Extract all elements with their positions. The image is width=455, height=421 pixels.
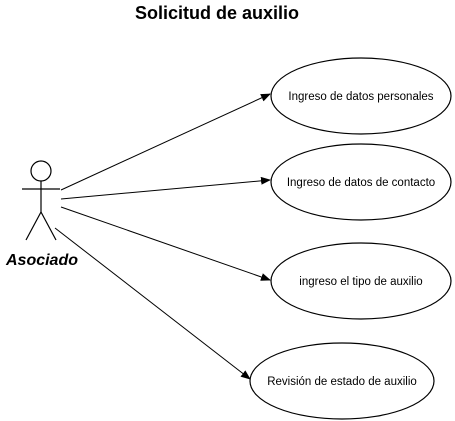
- actor-left-leg: [25, 211, 42, 241]
- actor-right-leg: [40, 211, 57, 241]
- use-case-3-ellipse: [270, 242, 452, 320]
- use-case-2[interactable]: Ingreso de datos de contacto: [270, 143, 452, 221]
- actor-label: Asociado: [5, 252, 78, 269]
- use-case-2-label: Ingreso de datos de contacto: [287, 177, 435, 189]
- use-case-3-label: ingreso el tipo de auxilio: [299, 276, 422, 288]
- association-line-2: [60, 176, 271, 200]
- use-case-3[interactable]: ingreso el tipo de auxilio: [270, 242, 452, 320]
- use-case-4[interactable]: Revisión de estado de auxilio: [249, 342, 435, 420]
- diagram-title: Solicitud de auxilio: [135, 3, 299, 23]
- use-case-2-ellipse: [270, 143, 452, 221]
- actor-figure[interactable]: [22, 160, 60, 241]
- actor-head: [30, 160, 52, 182]
- use-case-1[interactable]: Ingreso de datos personales: [270, 57, 452, 135]
- use-case-1-ellipse: [270, 57, 452, 135]
- association-line-4: [54, 227, 251, 380]
- use-case-4-label: Revisión de estado de auxilio: [267, 376, 417, 388]
- association-line-3: [60, 206, 271, 281]
- use-case-1-label: Ingreso de datos personales: [288, 91, 433, 103]
- use-case-4-ellipse: [249, 342, 435, 420]
- association-line-1: [60, 93, 271, 191]
